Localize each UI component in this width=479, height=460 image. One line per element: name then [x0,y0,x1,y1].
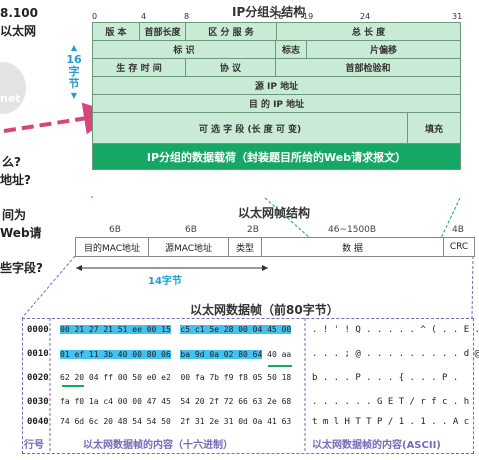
hex-row-0000: 00 21 27 21 51 ee 00 15 c5 c1 5e 28 00 0… [60,325,292,334]
ip-payload: IP分组的数据载荷（封装题目所给的Web请求报文） [93,144,460,169]
hex-group: 62 20 [60,373,85,382]
ip-bytes-char-1: 字 [68,65,80,78]
bit-label-31: 31 [452,12,463,21]
line-number: 0010 [27,349,49,359]
field-header-length: 首部长度 [140,23,186,40]
hex-row-0020: 62 20 04 ff 00 50 e0 e2 00 fa 7b f9 f8 0… [60,373,291,382]
left-fragment-q3: 间为 [2,208,27,222]
hex-group: 04 ff 00 50 e0 e2 [88,373,171,382]
arrow-up-icon: ▲ [70,43,78,52]
hex-group: 01 ef 11 3b 40 00 80 06 [60,350,171,359]
ascii-row-0020: b . . . P . . . { . . . P . [312,373,459,383]
field-checksum: 首部检验和 [345,64,391,74]
frame-dump-box [22,318,474,454]
ascii-row-0040: t m l H T T P / 1 . 1 . . A c [312,417,470,427]
bit-label-16: 16 [273,12,284,21]
hex-row-0040: 74 6d 6c 20 48 54 54 50 2f 31 2e 31 0d 0… [60,417,291,426]
hex-group: c5 c1 5e 28 00 04 45 00 [180,325,292,334]
bit-label-0: 0 [92,12,98,21]
network-cloud-label: net [0,92,21,105]
hex-group: fa f0 1a c4 00 00 47 45 [60,397,171,406]
ip-row-5: 目 的 IP 地址 [93,95,460,113]
hex-group: 00 fa 7b f9 f8 05 50 18 [180,373,292,382]
eth-dump-dash-right [471,255,474,319]
hex-group: 00 21 27 21 51 ee 00 15 [60,325,171,334]
left-fragment-q2: 地址? [0,173,31,187]
eth-size-dest-mac: 6B [109,225,121,235]
ascii-content-caption: 以太网数据帧的内容(ASCII) [312,440,441,451]
ip-bytes-number: 16 [66,53,82,66]
left-fragment-q1: 么? [2,155,21,169]
left-fragment-q4: Web请 [0,226,42,240]
hex-group: 2f 31 2e 31 0d 0a 41 63 [180,417,292,426]
row-number-caption: 行号 [24,440,44,451]
ip-header-title: IP分组头结构 [232,5,306,19]
hex-group-unhighlighted: 40 aa [267,350,292,359]
line-number: 0020 [27,373,49,383]
eth-size-type: 2B [247,225,259,235]
eth-size-data: 46~1500B [328,225,377,235]
connector-payload-right [440,197,461,239]
ip-row-2: 标 识 标志 片偏移 [93,41,460,59]
field-padding: 填充 [424,124,443,135]
field-source-ip: 源 IP 地址 [254,82,299,92]
bracket-arrow-right [262,265,268,271]
hex-content-caption: 以太网数据帧的内容（十六进制） [83,440,233,451]
ascii-row-0000: . ! ' ! Q . . . . . ^ ( . . E . [312,325,479,335]
hex-group: 74 6d 6c 20 48 54 54 50 [60,417,171,426]
left-fragment-ethernet: 以太网 [0,24,37,38]
bit-label-4: 4 [141,12,147,21]
ip-header-table: 版 本 首部长度 区 分 服 务 总 长 度 标 识 标志 片偏移 生 存 时 … [92,22,461,170]
eth-field-crc: CRC [449,242,469,252]
hex-group: 54 20 2f 72 66 63 2e 68 [180,397,292,406]
field-options: 可 选 字 段 (长 度 可 变) [93,113,408,143]
line-number: 0040 [27,417,49,427]
field-identification: 标 识 [93,41,276,58]
ip-row-4: 源 IP 地址 [93,77,460,95]
line-number: 0030 [27,397,49,407]
ip-header-size-label: ▲ 16 字 节 ▼ [60,34,88,110]
line-number: 0000 [27,325,49,335]
field-fragment-offset: 片偏移 [369,46,397,56]
bit-label-24: 24 [360,12,371,21]
eth-dump-dash-left [21,255,76,319]
hex-row-0030: fa f0 1a c4 00 00 47 45 54 20 2f 72 66 6… [60,397,291,406]
eth-size-crc: 4B [452,225,464,235]
eth-field-dest-mac: 目的MAC地址 [76,238,149,256]
hex-group: ba 9d 0a 02 80 64 [180,350,263,359]
pointer-arrow [3,102,116,135]
bit-label-19: 19 [303,12,314,21]
frame-dump-title: 以太网数据帧（前80字节） [190,303,339,317]
eth-field-type: 类型 [229,238,262,256]
field-ttl: 生 存 时 间 [93,59,186,76]
left-fragment-ip: 8.100 [0,6,38,20]
left-fragment-q5: 些字段? [0,261,43,275]
ip-row-1: 版 本 首部长度 区 分 服 务 总 长 度 [93,23,460,41]
arrow-down-icon: ▼ [70,91,78,100]
bracket-arrow-left [76,265,82,271]
ip-row-6: 可 选 字 段 (长 度 可 变) 填充 [93,113,460,144]
ip-row-3: 生 存 时 间 协 议 首部检验和 [93,59,460,77]
eth-field-src-mac: 源MAC地址 [149,238,229,256]
field-diffserv: 区 分 服 务 [186,23,277,40]
ethernet-frame-table: 目的MAC地址 源MAC地址 类型 数 据 CRC [75,237,475,257]
connector-payload-left [264,197,311,239]
hex-row-0010: 01 ef 11 3b 40 00 80 06 ba 9d 0a 02 80 6… [60,350,291,359]
field-version: 版 本 [93,23,140,40]
eth-size-src-mac: 6B [185,225,197,235]
ascii-row-0030: . . . . . . G E T / r f c . h [312,397,470,407]
field-protocol: 协 议 [186,59,276,76]
field-total-length: 总 长 度 [351,28,386,38]
ip-bytes-char-2: 节 [68,77,80,90]
field-destination-ip: 目 的 IP 地址 [248,100,305,110]
bit-label-8: 8 [184,12,190,21]
eth-field-data: 数 据 [262,238,444,256]
ethernet-frame-title: 以太网帧结构 [238,206,311,220]
eth-14-bytes-label: 14字节 [148,276,182,287]
ascii-row-0010: . . . ; @ . . . . . . . . . d @ . [312,349,479,359]
field-flags: 标志 [276,41,307,58]
